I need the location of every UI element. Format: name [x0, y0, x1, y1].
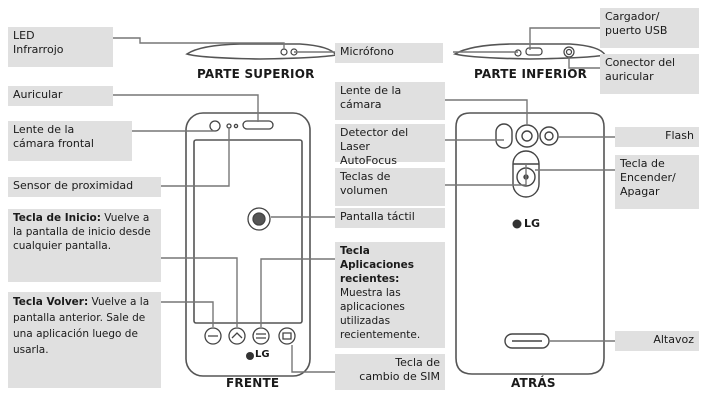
home-key-icon [228, 327, 246, 345]
touch-target-icon [247, 207, 271, 231]
earpiece [242, 120, 274, 130]
label-tecla-inicio-desc: Vuelve a la pantalla de inicio desde cua… [13, 212, 151, 252]
back-key-icon [204, 327, 222, 345]
front-camera-lens [209, 120, 221, 132]
caption-front: FRENTE [226, 376, 280, 390]
label-tecla-volver: Tecla Volver: Vuelve a la pantalla anter… [8, 292, 161, 388]
label-pantalla-tactil: Pantalla táctil [335, 208, 445, 228]
label-tecla-sim: Tecla de cambio de SIM [335, 354, 445, 390]
caption-bottom: PARTE INFERIOR [474, 67, 588, 81]
caption-top: PARTE SUPERIOR [197, 67, 315, 81]
label-tecla-recientes: Tecla Aplicaciones recientes: Muestra la… [335, 242, 445, 348]
sim-key-icon [278, 327, 296, 345]
phone-back-body [455, 112, 605, 375]
label-tecla-inicio-title: Tecla de Inicio: [13, 212, 101, 224]
phone-front-body [185, 112, 311, 377]
recent-key-icon [252, 327, 270, 345]
label-led-infrarrojo: LED Infrarrojo [8, 27, 113, 67]
label-tecla-volver-desc: Vuelve a la pantalla anterior. Sale de u… [13, 296, 150, 356]
label-altavoz: Altavoz [615, 331, 699, 351]
label-detector-laser: Detector del Laser AutoFocus [335, 124, 445, 167]
label-cargador-usb: Cargador/ puerto USB [600, 8, 699, 48]
top-view-ports [280, 46, 575, 58]
label-tecla-volver-title: Tecla Volver: [13, 296, 89, 308]
label-conector-auricular: Conector del auricular [600, 54, 699, 94]
flash-icon [539, 126, 559, 146]
label-sensor-proximidad: Sensor de proximidad [8, 177, 161, 197]
label-tecla-inicio: Tecla de Inicio: Vuelve a la pantalla de… [8, 209, 161, 282]
back-logo [512, 219, 522, 229]
front-logo [246, 352, 254, 360]
back-keys-block [512, 150, 540, 198]
label-tecla-recientes-title: Tecla Aplicaciones recientes: [340, 245, 415, 285]
label-lente-camara: Lente de la cámara [335, 82, 445, 120]
back-logo-text: LG [524, 217, 541, 230]
label-auricular: Auricular [8, 86, 113, 106]
back-camera-lens [515, 124, 539, 148]
label-flash: Flash [615, 127, 699, 147]
label-tecla-recientes-desc: Muestra las aplicaciones utilizadas reci… [340, 287, 421, 341]
label-microfono: Micrófono [335, 43, 443, 63]
label-lente-frontal: Lente de la cámara frontal [8, 121, 132, 161]
phone-front-screen [193, 139, 303, 324]
label-tecla-encender: Tecla de Encender/ Apagar [615, 155, 699, 209]
label-teclas-volumen: Teclas de volumen [335, 168, 445, 206]
caption-back: ATRÁS [511, 376, 556, 390]
laser-sensor [495, 123, 513, 149]
front-logo-text: LG [255, 349, 270, 360]
